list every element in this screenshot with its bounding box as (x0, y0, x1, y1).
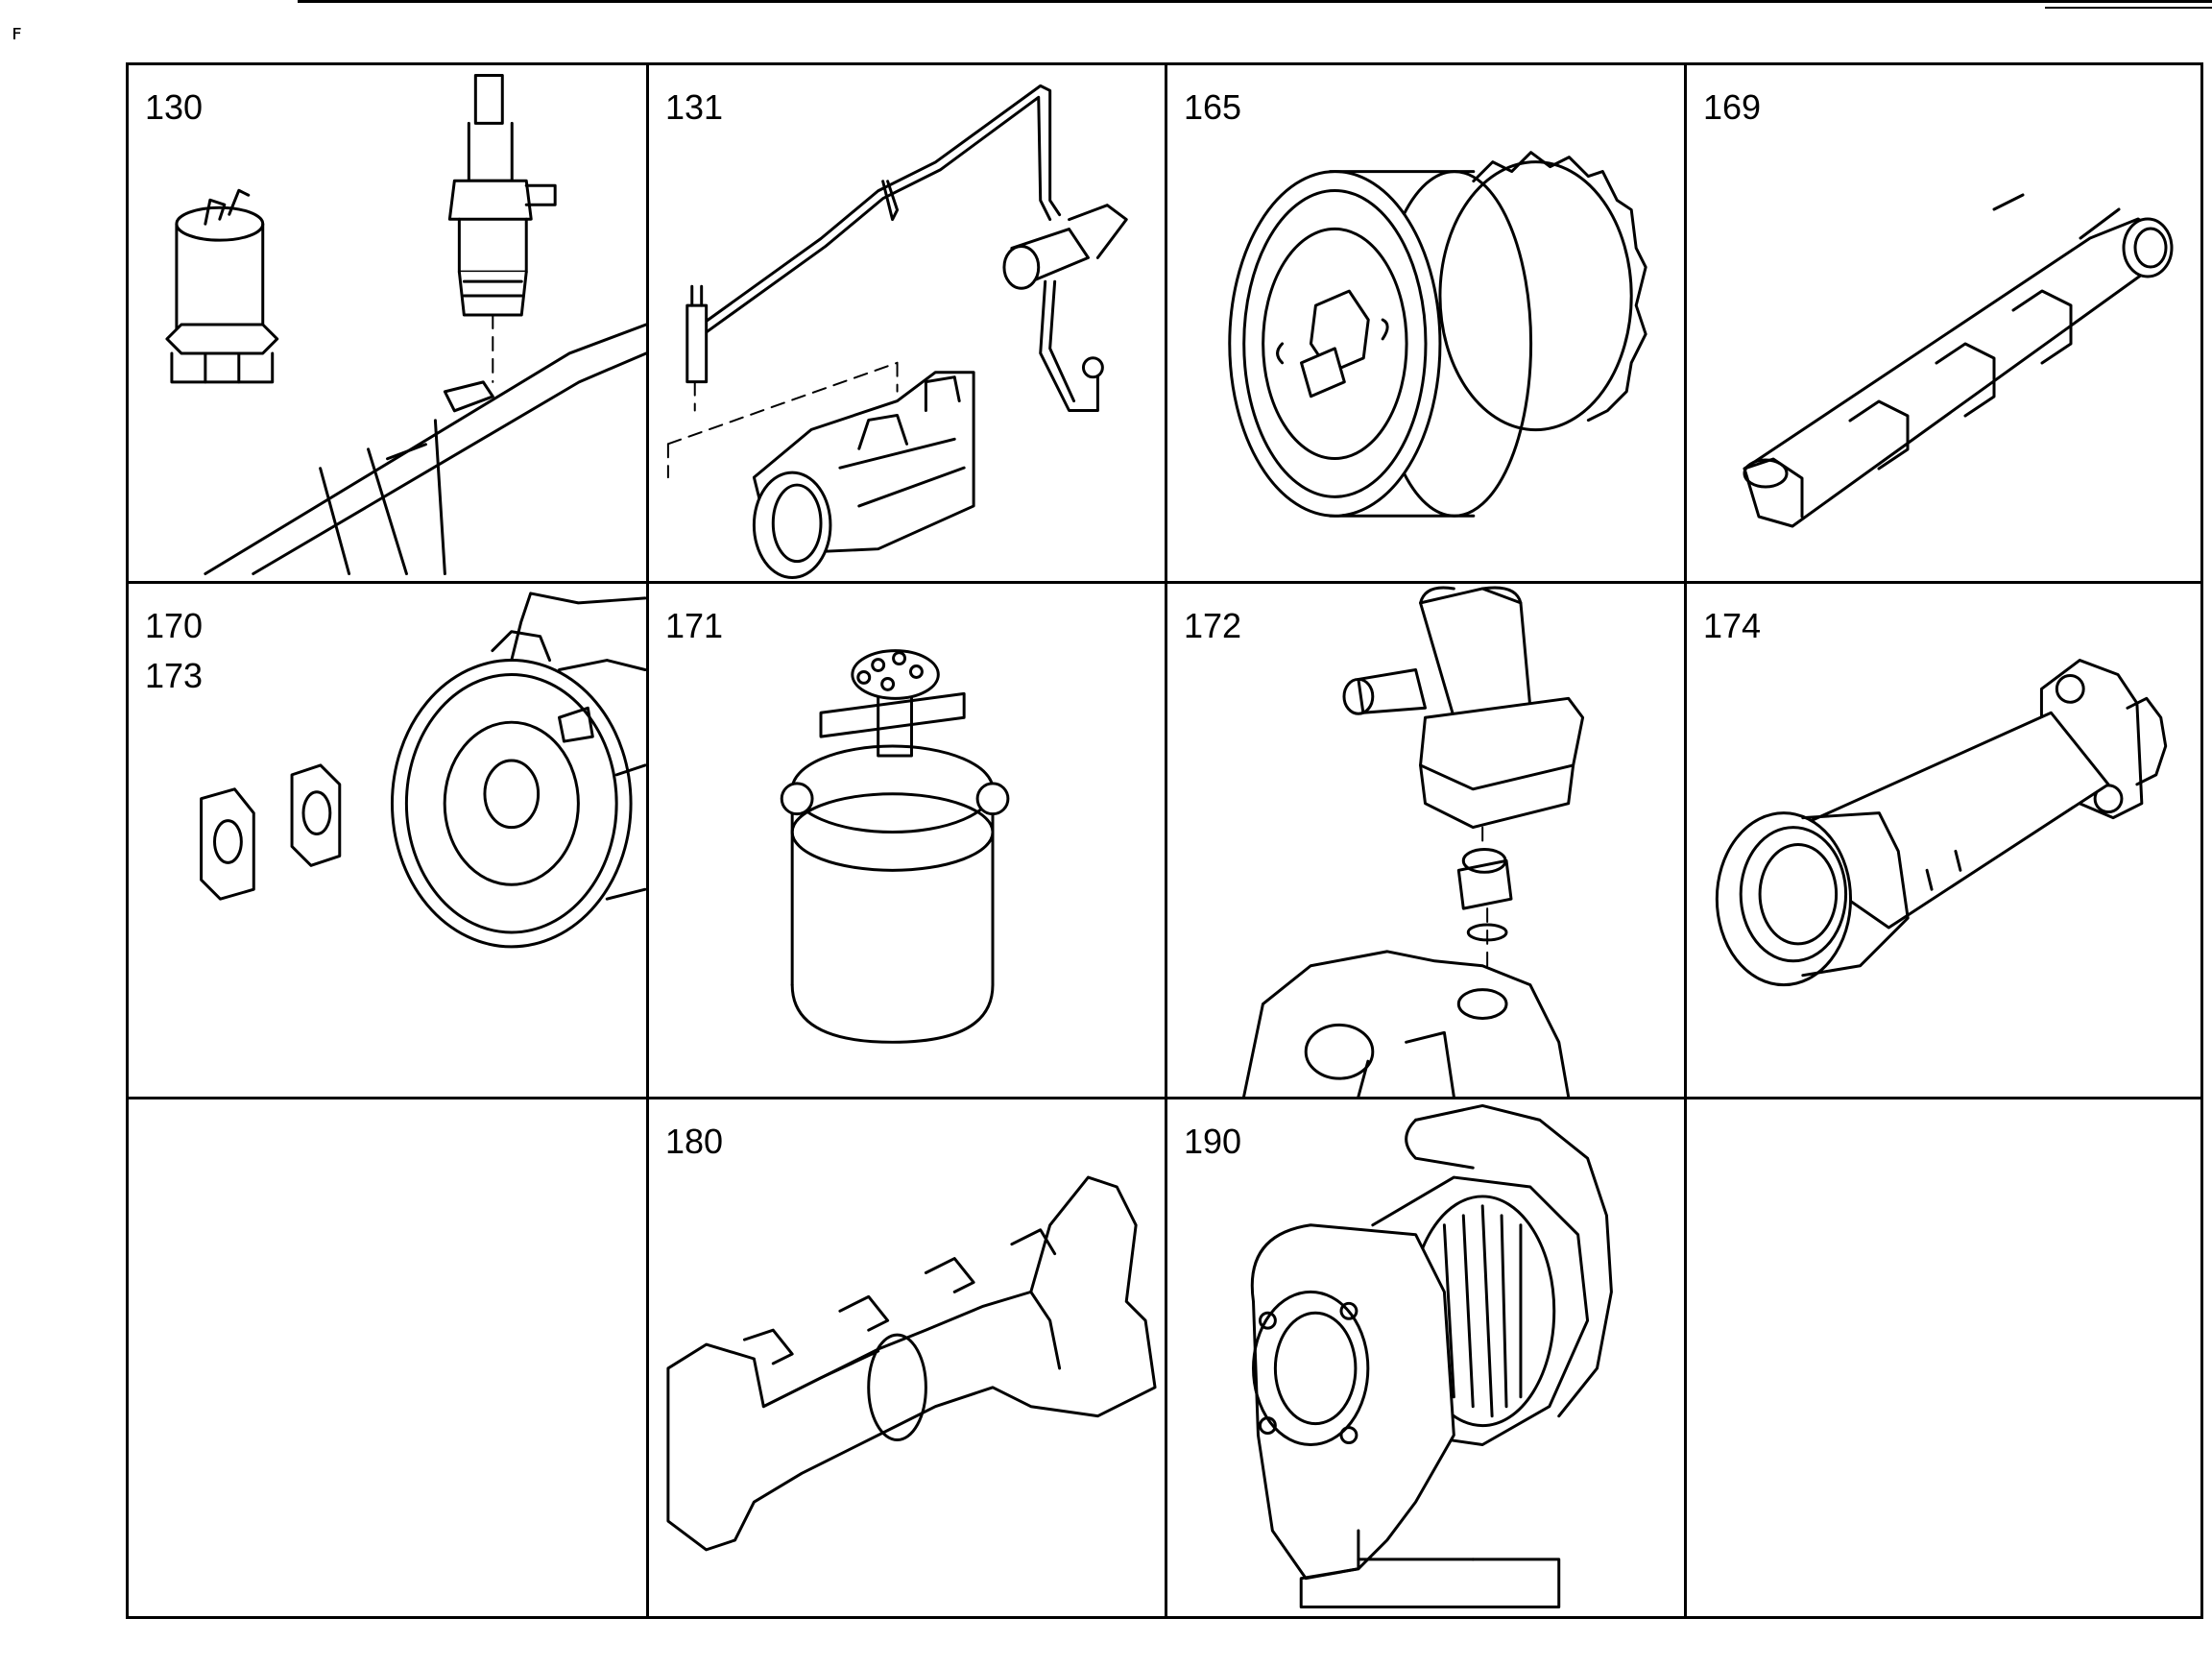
parts-grid: 130 131 (126, 62, 2203, 1619)
page-top-rule (298, 0, 2212, 3)
drive-shaft-drawing (1715, 659, 2168, 987)
cell-label: 172 (1184, 606, 1242, 645)
cell-label: 165 (1184, 87, 1242, 127)
intake-pipe-drawing (1743, 193, 2174, 528)
cell-165[interactable]: 165 (1167, 65, 1687, 584)
fan-clutch-drawing (1228, 151, 1647, 518)
flywheel-housing-drawing (200, 592, 646, 949)
corner-mark: ꜰ (12, 21, 22, 45)
cell-172[interactable]: 172 (1167, 584, 1687, 1099)
cell-label: 190 (1184, 1122, 1242, 1161)
cell-label: 169 (1703, 87, 1762, 127)
cell-190[interactable]: 190 (1167, 1099, 1687, 1616)
cell-131[interactable]: 131 (649, 65, 1167, 584)
cell-label: 174 (1703, 606, 1762, 645)
cell-130[interactable]: 130 (129, 65, 649, 584)
cell-169[interactable]: 169 (1687, 65, 2200, 584)
turbocharger-drawing (1250, 1103, 1613, 1609)
fuel-line-and-valve-drawing (666, 84, 1128, 580)
cell-174[interactable]: 174 (1687, 584, 2200, 1099)
cell-171[interactable]: 171 (649, 584, 1167, 1099)
cell-label: 130 (145, 87, 204, 127)
cell-label: 131 (665, 87, 724, 127)
page-top-rule-short (2045, 7, 2212, 9)
cell-label: 171 (665, 606, 724, 645)
glow-plug-and-sensor-drawing (165, 73, 646, 576)
fuel-filter-drawing (780, 649, 1010, 1044)
cell-180[interactable]: 180 (649, 1099, 1167, 1616)
exhaust-manifold-drawing (666, 1175, 1157, 1552)
cell-label: 170 173 (145, 606, 204, 695)
cell-170-173[interactable]: 170 173 (129, 584, 649, 1099)
thermostat-housing-drawing (1242, 586, 1585, 1097)
cell-empty-left (129, 1099, 649, 1616)
cell-empty-right (1687, 1099, 2200, 1616)
cell-label: 180 (665, 1122, 724, 1161)
